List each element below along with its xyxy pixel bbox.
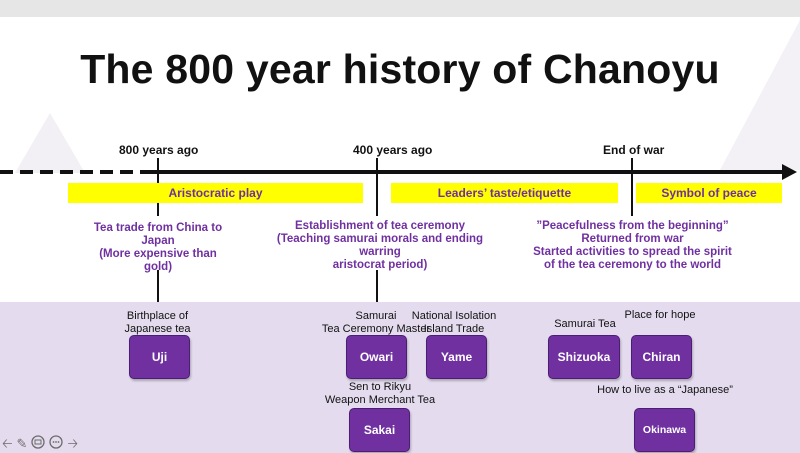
place-chiran[interactable]: Chiran	[631, 335, 692, 379]
timeline-arrow-head	[782, 164, 797, 180]
place-uji[interactable]: Uji	[129, 335, 190, 379]
connector-line-uji	[157, 270, 159, 302]
slides-icon[interactable]	[31, 435, 46, 452]
description-400-years: Establishment of tea ceremony (Teaching …	[276, 220, 484, 271]
top-bar	[0, 0, 800, 17]
page-title: The 800 year history of Chanoyu	[80, 46, 720, 92]
place-okinawa[interactable]: Okinawa	[634, 408, 695, 452]
era-leaders-taste: Leaders’ taste/etiquette	[391, 183, 618, 203]
place-owari[interactable]: Owari	[346, 335, 407, 379]
place-sakai[interactable]: Sakai	[349, 408, 410, 452]
era-symbol-of-peace: Symbol of peace	[636, 183, 782, 203]
description-end-of-war: ”Peacefulness from the beginning” Return…	[533, 220, 732, 271]
place-shizuoka[interactable]: Shizuoka	[548, 335, 620, 379]
place-caption-shizuoka: Samurai Tea	[554, 318, 616, 330]
place-caption-sakai: Sen to Rikyu Weapon Merchant Tea	[324, 381, 436, 406]
decorative-triangle-left	[15, 113, 85, 173]
place-yame[interactable]: Yame	[426, 335, 487, 379]
arrow-right-icon[interactable]: 🡢	[67, 435, 78, 451]
pen-icon[interactable]: ✎	[16, 435, 28, 451]
description-800-years: Tea trade from China to Japan (More expe…	[93, 222, 223, 273]
connector-line-owari	[376, 270, 378, 302]
marker-label-400-years: 400 years ago	[353, 143, 433, 157]
marker-line-400	[376, 158, 378, 216]
slideshow-nav: 🡠 ✎ 🡢	[2, 435, 78, 452]
place-caption-okinawa: How to live as a “Japanese”	[597, 384, 733, 396]
place-caption-owari: Samurai Tea Ceremony Master	[321, 310, 431, 335]
decorative-triangle-right	[720, 20, 800, 170]
marker-label-end-of-war: End of war	[603, 143, 665, 157]
more-icon[interactable]	[49, 435, 64, 452]
place-caption-yame: National Isolation Island Trade	[411, 310, 497, 335]
era-aristocratic-play: Aristocratic play	[68, 183, 363, 203]
marker-line-end-of-war	[631, 158, 633, 216]
timeline-axis	[0, 164, 797, 180]
place-caption-uji: Birthplace of Japanese tea	[124, 310, 191, 335]
arrow-left-icon[interactable]: 🡠	[2, 435, 13, 451]
place-caption-chiran: Place for hope	[624, 309, 696, 321]
marker-label-800-years: 800 years ago	[119, 143, 199, 157]
